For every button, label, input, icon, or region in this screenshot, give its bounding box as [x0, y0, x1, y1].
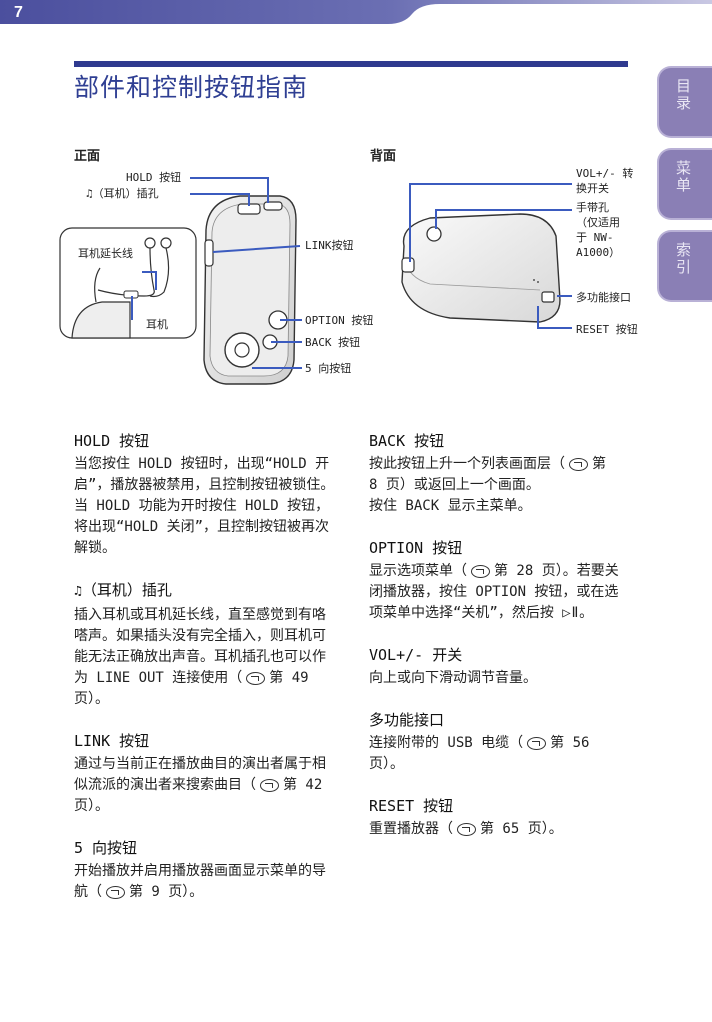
multi-heading: 多功能接口: [369, 711, 445, 729]
link-text: 通过与当前正在播放曲目的演出者属于相似流派的演出者来搜索曲目（第 42 页）。: [74, 756, 326, 814]
section-5way: 5 向按钮 开始播放并启用播放器画面显示菜单的导航（第 9 页）。: [74, 837, 336, 903]
section-hold: HOLD 按钮 当您按住 HOLD 按钮时，出现“HOLD 开启”，播放器被禁用…: [74, 430, 336, 559]
headphone-icon: ♫: [74, 584, 82, 599]
reset-text: 重置播放器（第 65 页）。: [369, 821, 563, 837]
label-vol-switch: VOL+/- 转换开关: [576, 167, 634, 195]
hold-heading: HOLD 按钮: [74, 432, 150, 450]
section-headphone: ♫（耳机）插孔 插入耳机或耳机延长线，直至感觉到有咯嗒声。如果插头没有完全插入，…: [74, 579, 336, 710]
device-diagram: [59, 177, 572, 385]
option-heading: OPTION 按钮: [369, 539, 463, 557]
label-hold-button: HOLD 按钮: [126, 171, 182, 184]
5way-text: 开始播放并启用播放器画面显示菜单的导航（第 9 页）。: [74, 863, 326, 900]
vol-heading: VOL+/- 开关: [369, 646, 463, 664]
label-ext-cable: 耳机延长线: [78, 247, 133, 260]
label-headphone-jack: ♫（耳机）插孔: [86, 187, 159, 200]
title-rule: [74, 61, 628, 67]
section-option: OPTION 按钮 显示选项菜单（第 28 页）。若要关闭播放器，按住 OPTI…: [369, 537, 619, 624]
back-text: 按此按钮上升一个列表画面层（第 8 页）或返回上一个画面。按住 BACK 显示主…: [369, 456, 606, 514]
label-5way-button: 5 向按钮: [305, 362, 352, 375]
front-label: 正面: [74, 149, 101, 164]
back-heading: BACK 按钮: [369, 432, 445, 450]
section-vol: VOL+/- 开关 向上或向下滑动调节音量。: [369, 644, 619, 689]
page-ref-icon: [246, 671, 266, 685]
multi-text: 连接附带的 USB 电缆（第 56 页）。: [369, 735, 590, 772]
front-device: [203, 195, 297, 385]
section-multi: 多功能接口 连接附带的 USB 电缆（第 56 页）。: [369, 709, 619, 775]
reset-heading: RESET 按钮: [369, 797, 454, 815]
play-pause-icon: ▷ǁ: [562, 605, 580, 621]
back-label: 背面: [370, 149, 397, 164]
page-ref-icon: [471, 564, 490, 578]
section-back: BACK 按钮 按此按钮上升一个列表画面层（第 8 页）或返回上一个画面。按住 …: [369, 430, 619, 517]
tab-index[interactable]: 索引: [657, 230, 712, 302]
tab-contents[interactable]: 目录: [657, 66, 712, 138]
page-ref-icon: [106, 885, 125, 899]
page-ref-icon: [260, 778, 279, 792]
label-strap-hole: 手带孔（仅适用于 NW-A1000）: [576, 201, 621, 259]
right-column: BACK 按钮 按此按钮上升一个列表画面层（第 8 页）或返回上一个画面。按住 …: [369, 430, 619, 860]
section-reset: RESET 按钮 重置播放器（第 65 页）。: [369, 795, 619, 840]
link-heading: LINK 按钮: [74, 732, 150, 750]
page-number: 7: [14, 4, 23, 21]
hold-text: 当您按住 HOLD 按钮时，出现“HOLD 开启”，播放器被禁用，且控制按钮被锁…: [74, 456, 335, 556]
back-callouts: [409, 183, 572, 329]
label-earphone: 耳机: [146, 318, 168, 331]
vol-text: 向上或向下滑动调节音量。: [369, 670, 537, 686]
tab-menu[interactable]: 菜单: [657, 148, 712, 220]
headphone-text: 插入耳机或耳机延长线，直至感觉到有咯嗒声。如果插头没有完全插入，则耳机可能无法正…: [74, 607, 326, 707]
back-device: [401, 213, 561, 323]
left-column: HOLD 按钮 当您按住 HOLD 按钮时，出现“HOLD 开启”，播放器被禁用…: [74, 430, 336, 923]
option-text: 显示选项菜单（第 28 页）。若要关闭播放器，按住 OPTION 按钮，或在选项…: [369, 563, 619, 621]
headphone-heading: ♫（耳机）插孔: [74, 579, 336, 603]
label-back-button: BACK 按钮: [305, 336, 361, 349]
earphone-inset: [59, 227, 197, 339]
label-option-button: OPTION 按钮: [305, 314, 374, 327]
page-ref-icon: [457, 822, 476, 836]
label-reset-button: RESET 按钮: [576, 323, 638, 336]
headphone-icon: ♫: [86, 187, 93, 200]
page-ref-icon: [569, 457, 588, 471]
label-multi-connector: 多功能接口: [576, 291, 631, 304]
page-title: 部件和控制按钮指南: [74, 73, 309, 102]
5way-heading: 5 向按钮: [74, 839, 138, 857]
label-link-button: LINK按钮: [305, 239, 354, 252]
section-link: LINK 按钮 通过与当前正在播放曲目的演出者属于相似流派的演出者来搜索曲目（第…: [74, 730, 336, 817]
page-ref-icon: [527, 736, 547, 750]
header-bar: [0, 0, 712, 24]
front-callouts: [131, 177, 302, 369]
